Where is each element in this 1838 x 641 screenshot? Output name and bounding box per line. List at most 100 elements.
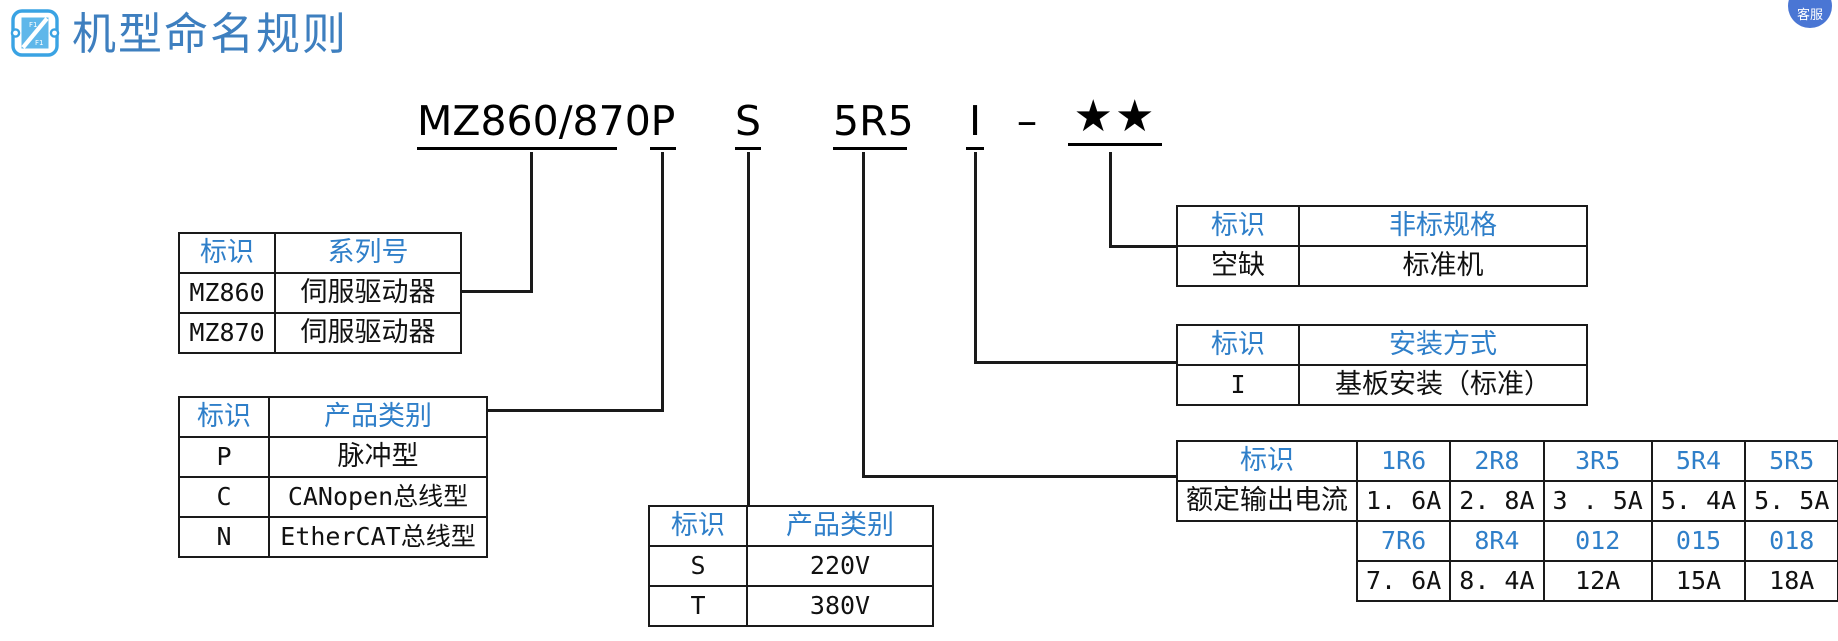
code-nonstandard-stars: ★★: [1068, 91, 1162, 146]
current-code-r1-1: 2R8: [1449, 440, 1545, 482]
table-row: MZ870 伺服驱动器: [178, 312, 462, 354]
current-code-r2-1: 8R4: [1449, 520, 1545, 562]
connector-product-type-horizontal: [396, 409, 664, 412]
current-code-r2-4: 018: [1744, 520, 1838, 562]
table-row: N EtherCAT总线型: [178, 516, 488, 558]
current-value-r1-2: 3 . 5A: [1542, 480, 1653, 522]
chat-badge-label: 客服: [1796, 6, 1823, 22]
voltage-code-0: S: [648, 545, 748, 587]
voltage-header-name: 产品类别: [746, 505, 934, 547]
nonstandard-spec-table: 标识 非标规格 空缺 标准机: [1176, 205, 1588, 287]
mounting-value-0: 基板安装（标准）: [1298, 364, 1588, 406]
chat-badge-icon[interactable]: 客服: [1788, 0, 1832, 28]
current-label-value: 额定输出电流: [1176, 480, 1358, 522]
series-name-1: 伺服驱动器: [274, 312, 462, 354]
series-header-name: 系列号: [274, 232, 462, 274]
voltage-code-1: T: [648, 585, 748, 627]
product-type-code-1: C: [178, 476, 270, 518]
series-code-0: MZ860: [178, 272, 276, 314]
table-row: 标识 非标规格: [1176, 205, 1588, 247]
table-row: 标识 1R6 2R8 3R5 5R4 5R5: [1176, 440, 1838, 482]
mounting-method-table: 标识 安装方式 I 基板安装（标准）: [1176, 324, 1588, 406]
code-voltage: S: [735, 95, 761, 150]
product-type-header-code: 标识: [178, 396, 270, 438]
current-value-r2-3: 15A: [1650, 560, 1747, 602]
current-spacer-0: [1177, 521, 1357, 561]
table-row: C CANopen总线型: [178, 476, 488, 518]
current-value-r1-0: 1. 6A: [1355, 480, 1452, 522]
page-title: 机型命名规则: [72, 9, 348, 60]
table-row: 标识 产品类别: [648, 505, 934, 547]
product-type-code-0: P: [178, 436, 270, 478]
current-value-r1-4: 5. 5A: [1744, 480, 1838, 522]
product-type-code-2: N: [178, 516, 270, 558]
connector-current-horizontal: [862, 475, 1176, 478]
table-row: S 220V: [648, 545, 934, 587]
table-row: 标识 系列号: [178, 232, 462, 274]
code-dash: –: [1016, 97, 1038, 145]
table-row: 标识 安装方式: [1176, 324, 1588, 366]
mounting-header-name: 安装方式: [1298, 324, 1588, 366]
connector-series-vertical: [530, 152, 533, 292]
product-type-name-0: 脉冲型: [268, 436, 488, 478]
mounting-code-0: I: [1176, 364, 1300, 406]
series-name-0: 伺服驱动器: [274, 272, 462, 314]
code-current: 5R5: [833, 95, 914, 150]
svg-text:F1: F1: [29, 21, 37, 29]
current-code-r1-4: 5R5: [1744, 440, 1838, 482]
nonstandard-value-0: 标准机: [1298, 245, 1588, 287]
series-table: 标识 系列号 MZ860 伺服驱动器 MZ870 伺服驱动器: [178, 232, 462, 354]
current-value-r2-1: 8. 4A: [1449, 560, 1545, 602]
current-code-r1-2: 3R5: [1542, 440, 1653, 482]
connector-mounting-horizontal: [974, 361, 1176, 364]
connector-series-horizontal: [396, 290, 533, 293]
servo-drive-logo-icon: F1 F1: [8, 8, 62, 62]
voltage-header-code: 标识: [648, 505, 748, 547]
product-type-name-1: CANopen总线型: [268, 476, 488, 518]
model-code-line: MZ860/870 P S 5R5 I – ★★: [0, 91, 1838, 155]
nonstandard-header-name: 非标规格: [1298, 205, 1588, 247]
mounting-header-code: 标识: [1176, 324, 1300, 366]
connector-nonstandard-vertical: [1109, 152, 1112, 248]
current-spacer-1: [1177, 561, 1357, 601]
product-type-table: 标识 产品类别 P 脉冲型 C CANopen总线型 N EtherCAT总线型: [178, 396, 488, 558]
current-value-r2-0: 7. 6A: [1355, 560, 1452, 602]
page-header: F1 F1 机型命名规则 客服: [0, 0, 1838, 78]
table-row: MZ860 伺服驱动器: [178, 272, 462, 314]
table-row: 7R6 8R4 012 015 018: [1177, 520, 1838, 562]
code-mounting: I: [966, 95, 984, 150]
table-row: T 380V: [648, 585, 934, 627]
voltage-value-0: 220V: [746, 545, 934, 587]
product-type-header-name: 产品类别: [268, 396, 488, 438]
connector-current-vertical: [862, 152, 865, 478]
code-series: MZ860/870: [417, 95, 651, 150]
connector-voltage-vertical: [747, 152, 750, 509]
nonstandard-code-0: 空缺: [1176, 245, 1300, 287]
current-value-r1-3: 5. 4A: [1650, 480, 1747, 522]
table-row: 额定输出电流 1. 6A 2. 8A 3 . 5A 5. 4A 5. 5A: [1176, 480, 1838, 522]
current-value-r2-2: 12A: [1542, 560, 1653, 602]
current-code-r2-2: 012: [1542, 520, 1653, 562]
nonstandard-header-code: 标识: [1176, 205, 1300, 247]
voltage-table: 标识 产品类别 S 220V T 380V: [648, 505, 934, 627]
series-code-1: MZ870: [178, 312, 276, 354]
connector-mounting-vertical: [974, 152, 977, 364]
current-code-r2-3: 015: [1650, 520, 1747, 562]
current-value-r1-1: 2. 8A: [1449, 480, 1545, 522]
current-value-r2-4: 18A: [1744, 560, 1838, 602]
series-header-code: 标识: [178, 232, 276, 274]
current-code-r1-3: 5R4: [1650, 440, 1747, 482]
voltage-value-1: 380V: [746, 585, 934, 627]
connector-nonstandard-horizontal: [1109, 245, 1177, 248]
current-label-header: 标识: [1176, 440, 1358, 482]
connector-product-type-vertical: [661, 152, 664, 412]
product-type-name-2: EtherCAT总线型: [268, 516, 488, 558]
current-code-r1-0: 1R6: [1355, 440, 1452, 482]
code-product-type: P: [650, 95, 676, 150]
table-row: 标识 产品类别: [178, 396, 488, 438]
table-row: 空缺 标准机: [1176, 245, 1588, 287]
table-row: I 基板安装（标准）: [1176, 364, 1588, 406]
rated-output-current-table: 标识 1R6 2R8 3R5 5R4 5R5 额定输出电流 1. 6A 2. 8…: [1176, 440, 1838, 602]
table-row: P 脉冲型: [178, 436, 488, 478]
